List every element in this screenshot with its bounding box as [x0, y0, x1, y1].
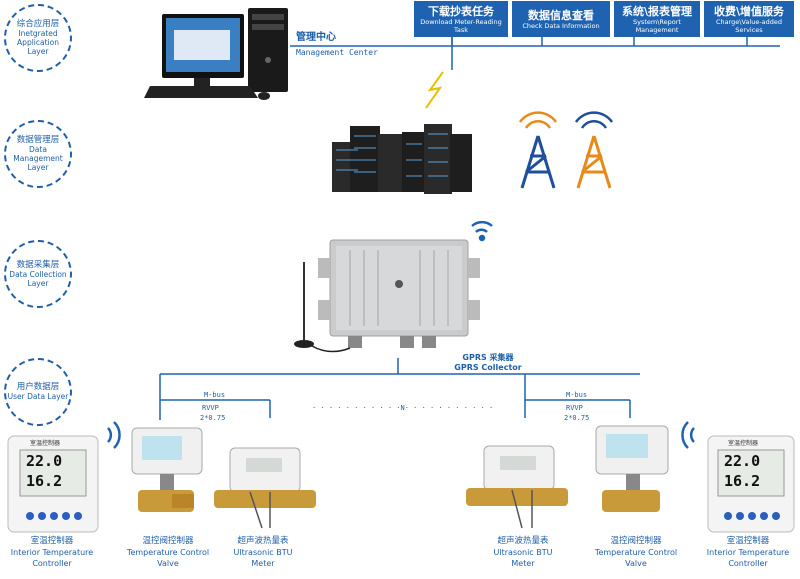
layer-data-collection: 数据采集层 Data Collection Layer — [4, 240, 72, 308]
layer-user-data-zh: 用户数据层 — [16, 382, 60, 392]
device-label-thermostat-left: 室温控制器 Interior Temperature Controller — [0, 536, 104, 569]
management-center-zh: 管理中心 — [296, 32, 336, 43]
right-mbus-label: M-bus — [566, 391, 588, 399]
device-thermostat-right-zh: 室温控制器 — [726, 536, 770, 546]
management-center-label: 管理中心 — [296, 28, 336, 43]
device-thermostat-left-en2: Controller — [32, 559, 72, 568]
device-label-thermostat-right: 室温控制器 Interior Temperature Controller — [696, 536, 800, 569]
device-label-valve-left: 温控阀控制器 Temperature Control Valve — [118, 536, 218, 569]
left-mbus-label: M-bus — [204, 391, 226, 399]
bus-continuation-dots: · · · · · · · · · · ·N· · · · · · · · · … — [312, 404, 494, 412]
device-btu-left-en2: Meter — [251, 559, 275, 568]
task-charge-zh: 收费\增值服务 — [713, 4, 785, 18]
layer-application: 综合应用层 Inetgrated Application Layer — [4, 4, 72, 72]
wifi-signal-right-icon — [681, 421, 695, 449]
wifi-signal-icon — [471, 221, 493, 242]
device-valve-right-en1: Temperature Control — [594, 548, 678, 557]
thermostat-right-temp2: 16.2 — [724, 472, 761, 490]
task-charge-en: Charge\Value-added Services — [715, 17, 783, 34]
device-thermostat-right-en1: Interior Temperature — [706, 548, 790, 557]
task-charge-services: 收费\增值服务 Charge\Value-added Services — [704, 1, 794, 37]
signal-tower-orange-icon — [574, 111, 614, 189]
thermostat-left-device — [7, 435, 99, 533]
thermostat-right-temp1: 22.0 — [724, 452, 761, 470]
task-check-data-zh: 数据信息查看 — [528, 8, 594, 22]
device-btu-left-en1: Ultrasonic BTU — [233, 548, 293, 557]
device-thermostat-left-en1: Interior Temperature — [10, 548, 94, 557]
task-check-data-en: Check Data Information — [522, 21, 600, 30]
task-system-report: 系统\报表管理 System\Report Management — [614, 1, 700, 37]
thermostat-left-temp2: 16.2 — [26, 472, 63, 490]
layer-application-en: Inetgrated Application Layer — [17, 29, 59, 56]
device-valve-right-en2: Valve — [625, 559, 647, 568]
layer-data-management: 数据管理层 Data Management Layer — [4, 120, 72, 188]
layer-data-management-zh: 数据管理层 — [16, 135, 60, 145]
layer-application-zh: 综合应用层 — [16, 19, 60, 29]
gprs-collector-zh: GPRS 采集器 — [462, 353, 514, 362]
device-label-btu-left: 超声波热量表 Ultrasonic BTU Meter — [218, 536, 308, 569]
right-rvvp-label: RVVP — [566, 404, 583, 412]
server-cluster-icon — [332, 124, 472, 194]
task-system-report-zh: 系统\报表管理 — [621, 4, 693, 18]
btu-meter-right-device — [466, 445, 568, 529]
wireless-lightning-icon — [425, 71, 444, 109]
signal-tower-blue-icon — [518, 111, 558, 189]
device-btu-right-en1: Ultrasonic BTU — [493, 548, 553, 557]
task-download-meter-reading: 下载抄表任务 Download Meter-Reading Task — [414, 1, 508, 37]
task-download-en: Download Meter-Reading Task — [420, 17, 502, 34]
device-valve-left-en2: Valve — [157, 559, 179, 568]
layer-user-data: 用户数据层 User Data Layer — [4, 358, 72, 426]
task-system-report-en: System\Report Management — [633, 17, 681, 34]
valve-controller-right-device — [595, 425, 669, 512]
layer-user-data-en: User Data Layer — [7, 392, 69, 401]
gprs-collector-en: GPRS Collector — [454, 363, 522, 372]
valve-controller-left-device — [131, 427, 203, 512]
thermostat-right-device — [707, 435, 795, 533]
device-btu-right-zh: 超声波热量表 — [497, 536, 549, 546]
management-center-en: Management Center — [296, 48, 378, 57]
device-btu-right-en2: Meter — [511, 559, 535, 568]
thermostat-right-title: 室温控制器 — [728, 440, 759, 447]
left-rvvp-label: RVVP — [202, 404, 219, 412]
gprs-collector-label: GPRS 采集器 GPRS Collector — [448, 352, 528, 372]
right-spec-label: 2*0.75 — [564, 414, 590, 422]
wifi-signal-left-icon — [107, 421, 121, 449]
btu-meter-left-device — [214, 447, 316, 529]
device-valve-right-zh: 温控阀控制器 — [610, 536, 662, 546]
task-check-data: 数据信息查看 Check Data Information — [512, 1, 610, 37]
device-thermostat-right-en2: Controller — [728, 559, 768, 568]
device-thermostat-left-zh: 室温控制器 — [30, 536, 74, 546]
computer-icon — [144, 8, 288, 100]
device-btu-left-zh: 超声波热量表 — [237, 536, 289, 546]
left-spec-label: 2*0.75 — [200, 414, 226, 422]
gprs-collector-device — [318, 239, 480, 348]
thermostat-left-title: 室温控制器 — [30, 440, 61, 447]
layer-data-collection-en: Data Collection Layer — [9, 269, 67, 288]
device-label-valve-right: 温控阀控制器 Temperature Control Valve — [586, 536, 686, 569]
device-label-btu-right: 超声波热量表 Ultrasonic BTU Meter — [478, 536, 568, 569]
device-valve-left-en1: Temperature Control — [126, 548, 210, 557]
task-download-zh: 下载抄表任务 — [428, 4, 494, 18]
layer-data-management-en: Data Management Layer — [13, 145, 63, 172]
thermostat-left-temp1: 22.0 — [26, 452, 63, 470]
layer-data-collection-zh: 数据采集层 — [16, 259, 60, 270]
device-valve-left-zh: 温控阀控制器 — [142, 536, 194, 546]
antenna-icon — [294, 262, 351, 353]
